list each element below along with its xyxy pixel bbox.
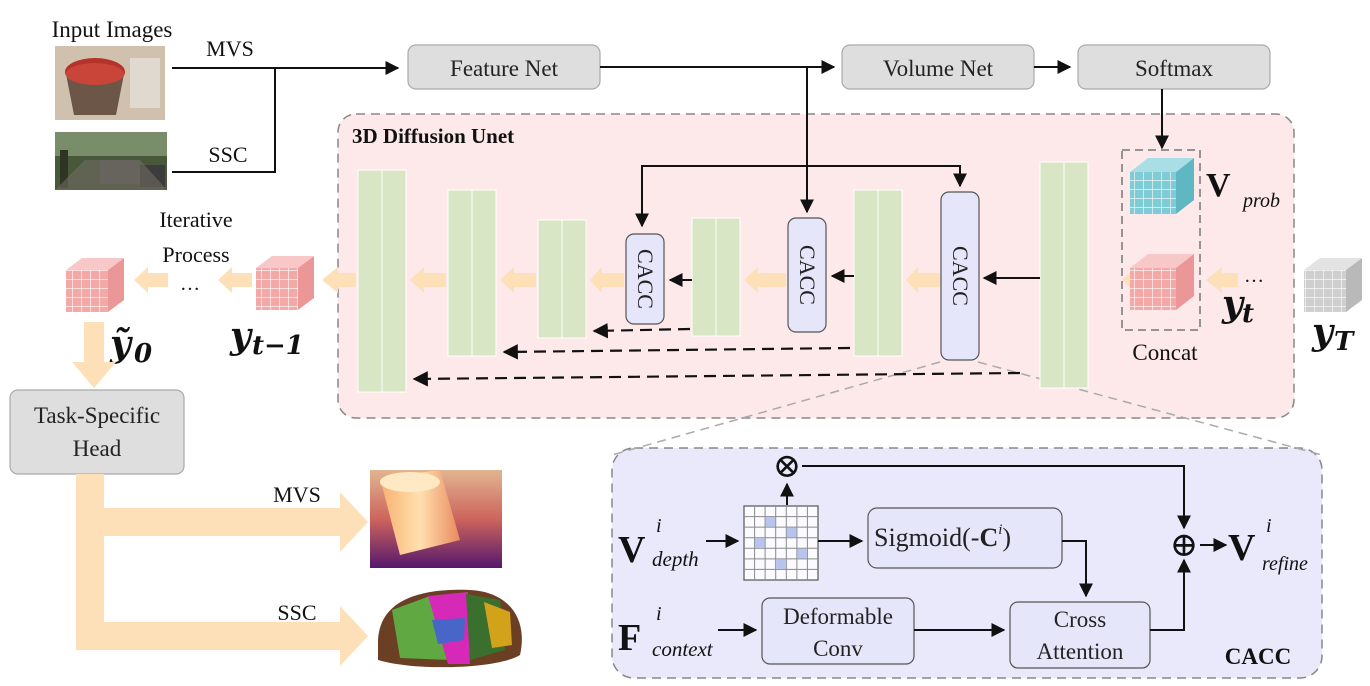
output-ssc-label: SSC — [277, 600, 316, 625]
ytm1-main: y — [229, 315, 253, 357]
add-symbol: ⊕ — [1170, 527, 1199, 564]
cross-attention-box — [1009, 601, 1151, 669]
yt-concat-cube — [1130, 254, 1194, 310]
ssc-output-image — [378, 589, 522, 668]
concat-label: Concat — [1132, 340, 1198, 365]
ssc-input-line — [172, 68, 276, 173]
ytm1-cube — [256, 256, 314, 310]
ssc-input-image — [55, 132, 167, 190]
unet-block-5 — [853, 189, 903, 357]
cacc-block-left: CACC — [625, 233, 665, 325]
mvs-input-image — [55, 46, 165, 120]
deformable-line1: Deformable — [783, 604, 893, 629]
volume-net-label: Volume Net — [883, 56, 994, 81]
input-images-title: Input Images — [52, 17, 173, 42]
vrefine-main: V — [1228, 527, 1256, 569]
unet-block-4 — [691, 217, 741, 337]
fcontext-sup: i — [656, 603, 662, 625]
sigmoid-label: Sigmoid(-Ci) — [874, 522, 1011, 552]
multiply-symbol: ⊗ — [773, 448, 802, 485]
cross-line1: Cross — [1054, 607, 1106, 632]
softmax-label: Softmax — [1135, 56, 1213, 81]
cacc-block-left-label: CACC — [633, 249, 658, 309]
head-output-arrows — [76, 474, 368, 666]
vprob-cube — [1130, 158, 1194, 214]
mvs-output-image — [370, 470, 502, 568]
ytm1-sub: t−1 — [252, 331, 304, 361]
feature-net-label: Feature Net — [450, 56, 559, 81]
vprob-sub: prob — [1241, 190, 1280, 212]
cacc-detail-title: CACC — [1225, 644, 1291, 669]
vprob-main: V — [1206, 167, 1231, 204]
vdepth-sub: depth — [652, 547, 699, 571]
multiply-to-add-arrow — [802, 465, 1191, 530]
unet-block-1 — [357, 169, 407, 393]
vdepth-sup: i — [656, 515, 662, 537]
iterative-arrow-right — [218, 267, 252, 293]
iterative-line1: Iterative — [159, 207, 232, 232]
y0-to-head-arrow — [72, 322, 116, 388]
deformable-line2: Conv — [813, 636, 863, 661]
unet-title: 3D Diffusion Unet — [352, 124, 514, 148]
yT-main: y — [1311, 311, 1335, 353]
vrefine-sup: i — [1266, 515, 1272, 537]
yT-sub: T — [1334, 327, 1355, 357]
cross-to-add-arrow — [1150, 558, 1191, 631]
cacc-block-right: CACC — [940, 191, 980, 361]
y0-sub: 0 — [134, 339, 152, 369]
yt-ellipsis: … — [1244, 265, 1264, 287]
sigmoid-to-cross-arrow — [1062, 540, 1093, 598]
yt-sub: t — [1242, 299, 1254, 329]
concat-box — [1121, 149, 1201, 331]
cacc-block-right-label: CACC — [948, 246, 973, 306]
unet-to-ytm1-arrow — [322, 267, 356, 293]
fcontext-main: F — [618, 617, 641, 659]
attention-grid — [743, 505, 819, 581]
skip-connection-3 — [412, 371, 1021, 387]
output-mvs-label: MVS — [273, 482, 321, 507]
task-head-line1: Task-Specific — [34, 403, 160, 428]
skip-connection-1 — [592, 323, 691, 339]
unet-block-3 — [537, 219, 587, 339]
vrefine-sub: refine — [1262, 553, 1308, 575]
fcontext-sub: context — [652, 637, 714, 661]
cacc-block-mid-label: CACC — [795, 245, 820, 305]
y0-main: ỹ — [109, 323, 133, 365]
cacc-block-mid: CACC — [787, 217, 827, 333]
feature-to-cacc-left-arrow — [635, 165, 807, 228]
iterative-ellipsis: … — [180, 273, 200, 295]
unet-block-6 — [1039, 161, 1089, 389]
cross-line2: Attention — [1037, 639, 1124, 664]
input-ssc-label: SSC — [208, 142, 247, 167]
iterative-line2: Process — [162, 242, 229, 267]
yt-main: y — [1221, 283, 1245, 325]
input-mvs-label: MVS — [206, 36, 254, 61]
yt-in-arrow — [1206, 267, 1238, 293]
sigmoid-box — [867, 507, 1063, 569]
yT-cube — [1304, 258, 1362, 312]
zoom-line-left — [611, 361, 941, 456]
skip-connection-2 — [502, 344, 851, 360]
vdepth-main: V — [618, 529, 646, 571]
unet-block-2 — [447, 189, 497, 357]
softmax-box — [1077, 44, 1271, 90]
iterative-arrow-left — [134, 267, 168, 293]
unet-orange-arrows — [410, 267, 1150, 293]
feature-to-cacc-right-arrow — [807, 165, 967, 188]
y0-cube — [66, 258, 124, 312]
task-head-line2: Head — [73, 436, 122, 461]
